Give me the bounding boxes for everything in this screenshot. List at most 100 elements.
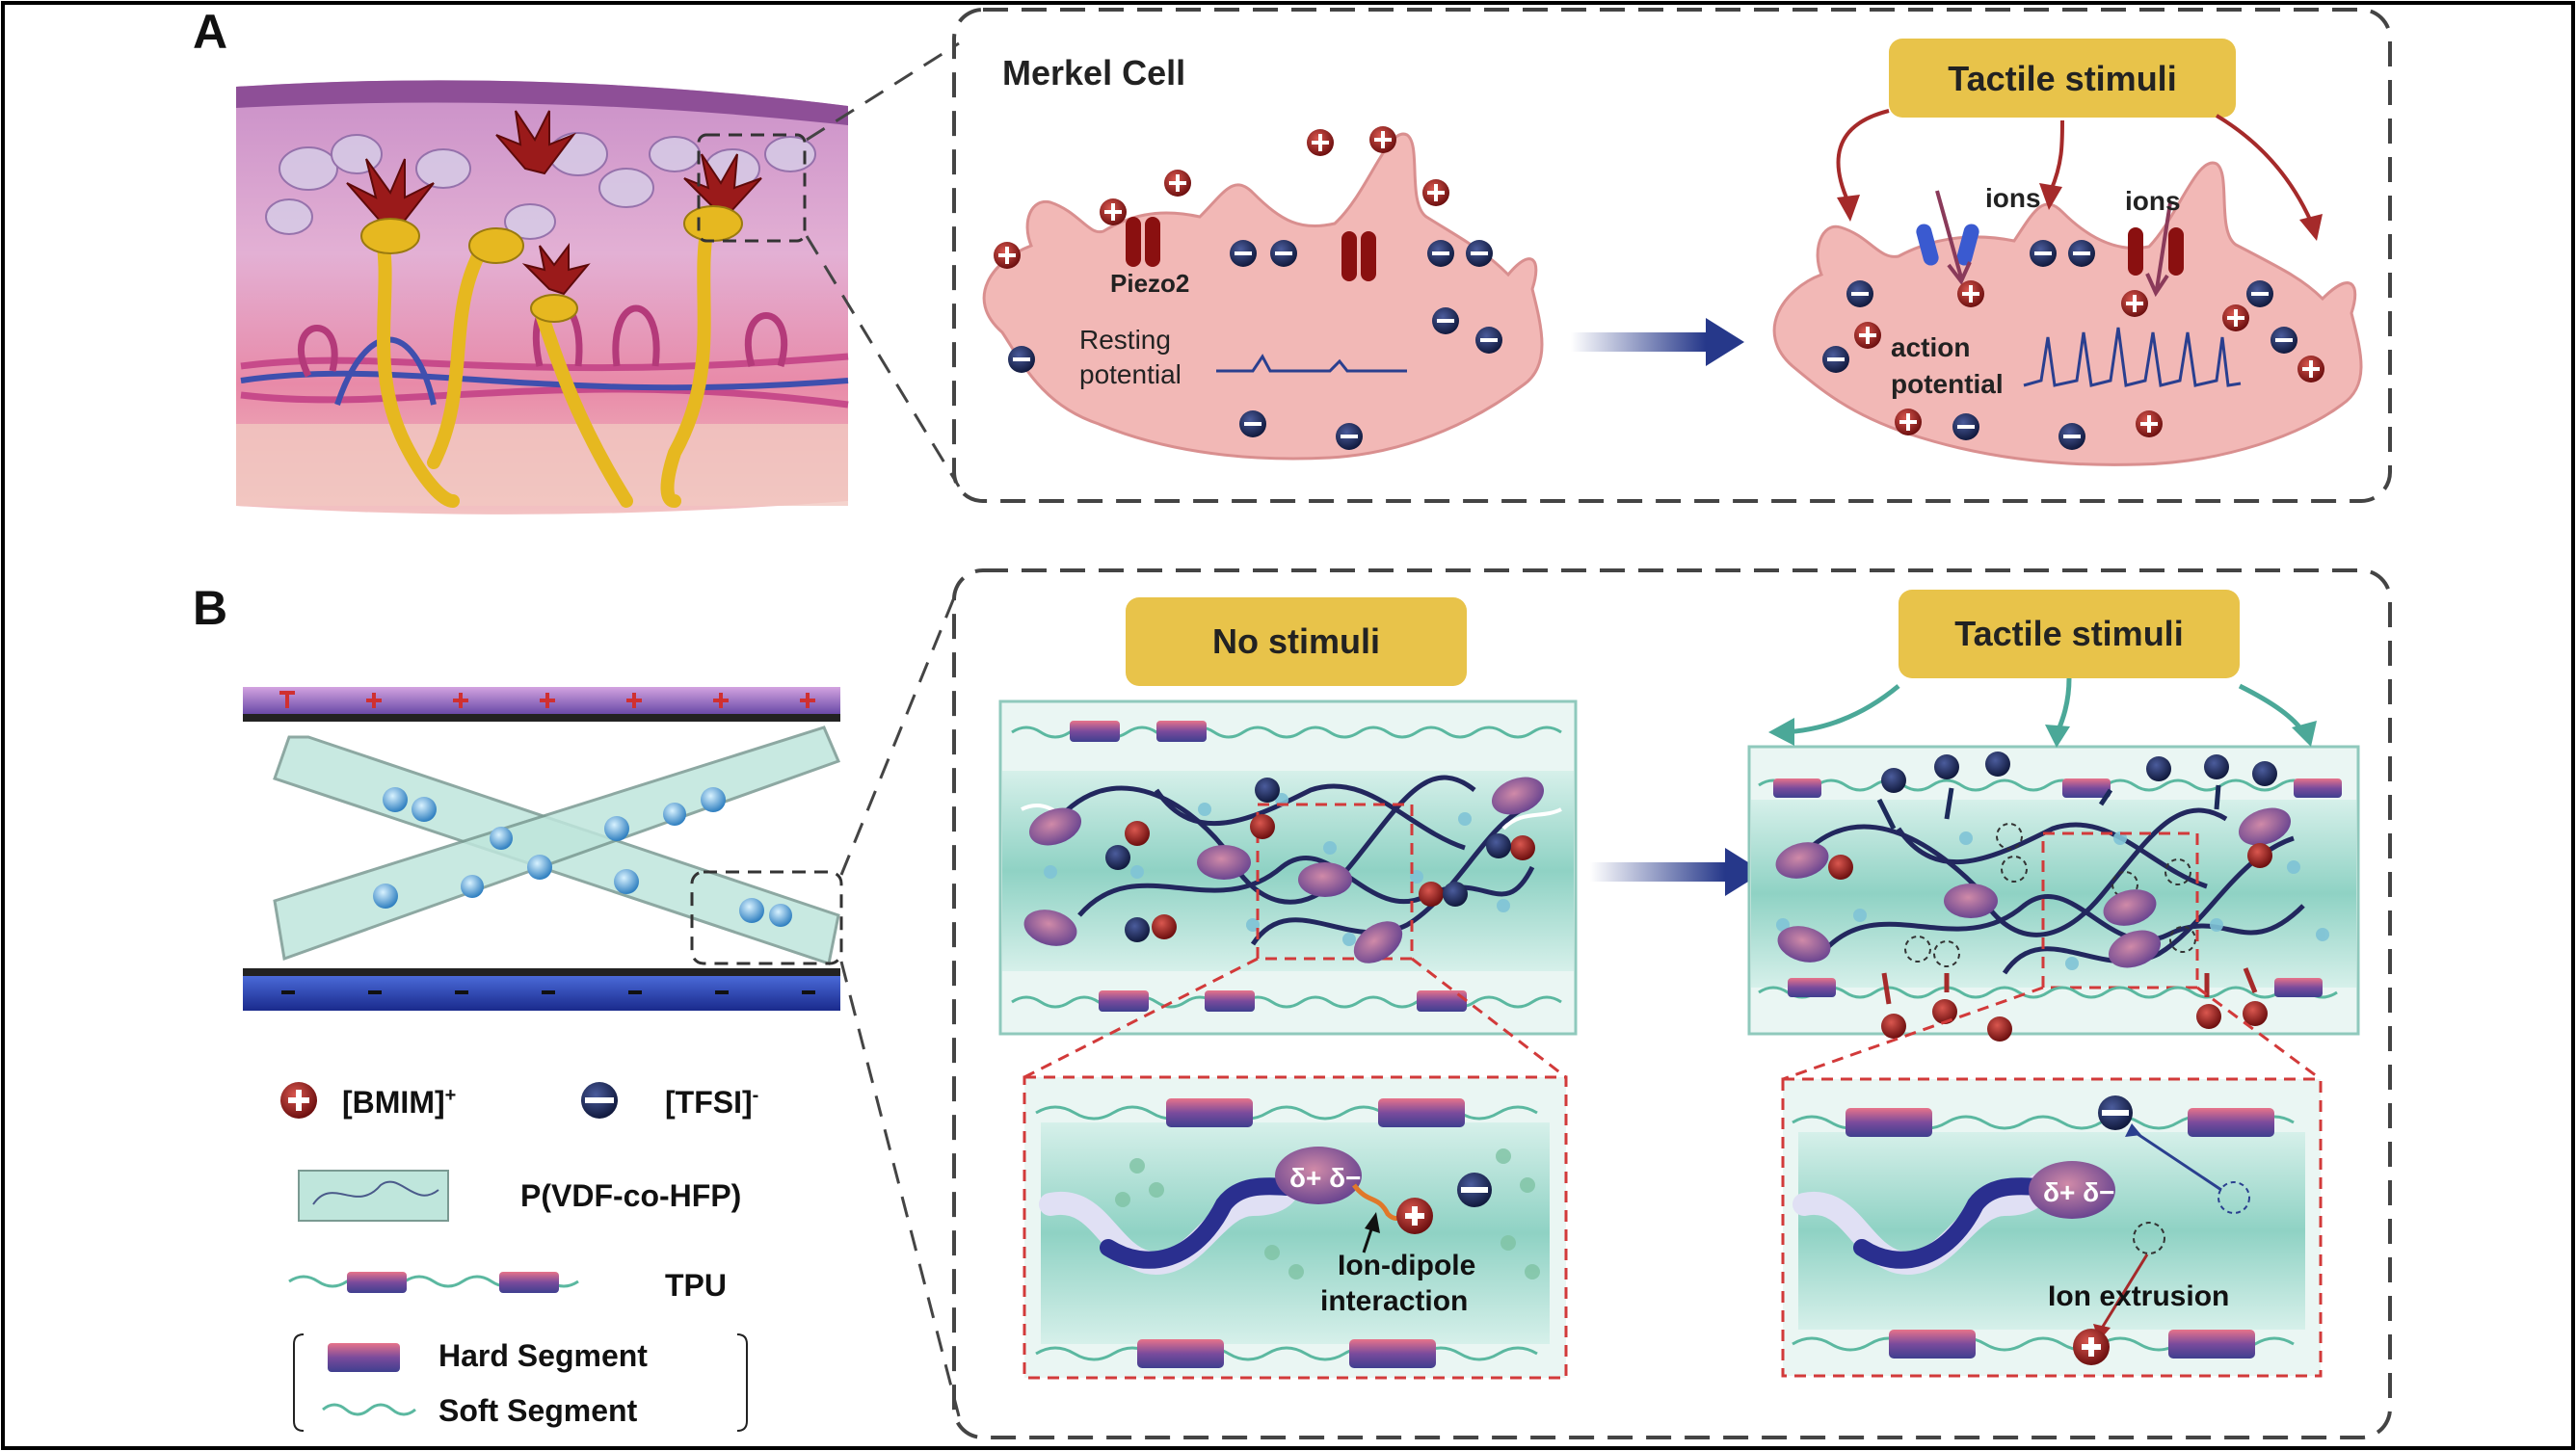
panel-b-inset-box xyxy=(952,568,2392,1439)
tactile-stimuli-box-a xyxy=(1889,39,2236,118)
legend-pvdf-label: P(VDF-co-HFP) xyxy=(520,1178,741,1213)
anion-glyph xyxy=(1270,240,1297,267)
tactile-stimuli-label-b: Tactile stimuli xyxy=(1954,614,2183,653)
dipole-symbols-left: δ+ δ− xyxy=(1289,1163,1361,1193)
cation-glyph xyxy=(1422,179,1449,206)
device-illustration xyxy=(243,687,843,1011)
cation-glyph xyxy=(2136,410,2163,437)
merkel-cell-resting xyxy=(982,132,1544,461)
anion-glyph xyxy=(1466,240,1493,267)
ion-extrusion-label: Ion extrusion xyxy=(2048,1280,2229,1312)
cation-glyph xyxy=(2297,356,2324,383)
detail-ion-dipole: δ+ δ− Ion-dipole interaction xyxy=(1022,1075,1568,1380)
zoom-line-b-bottom xyxy=(839,961,961,1417)
piezo2-label: Piezo2 xyxy=(1110,269,1189,298)
panel-a-inset-box xyxy=(952,8,2392,503)
resting-label-line1: Resting xyxy=(1079,325,1171,355)
piezo2-channel-open-right xyxy=(2128,227,2184,276)
cation-glyph xyxy=(1164,170,1191,197)
anion-glyph xyxy=(1427,240,1454,267)
anion-glyph xyxy=(1239,410,1266,437)
legend-hard-segment-icon xyxy=(328,1343,400,1372)
anion-glyph xyxy=(1432,307,1459,334)
no-stimuli-box xyxy=(1126,597,1467,686)
legend-cation-label: [BMIM]+ xyxy=(342,1085,456,1120)
ion-influx-arrows xyxy=(1935,190,2172,298)
anion-glyph xyxy=(1822,346,1849,373)
ions-label-right: ions xyxy=(2125,186,2181,216)
action-label-line2: potential xyxy=(1891,369,2004,399)
anion-glyph xyxy=(2271,327,2297,354)
stimulus-arrows-b xyxy=(1768,677,2317,748)
legend-tpu-icon xyxy=(288,1272,579,1293)
anion-glyph xyxy=(2246,280,2273,307)
ion-dipole-label-line1: Ion-dipole xyxy=(1338,1250,1475,1281)
anion-glyph xyxy=(1846,280,1873,307)
anion-glyph xyxy=(2030,240,2057,267)
anion-glyph xyxy=(2068,240,2095,267)
skin-illustration xyxy=(236,80,849,514)
legend-anion-label: [TFSI]- xyxy=(665,1085,758,1120)
action-potential-trace xyxy=(2023,327,2242,387)
cation-glyph xyxy=(1895,409,1922,435)
cation-glyph xyxy=(1100,198,1127,225)
legend-anion-icon xyxy=(581,1082,618,1119)
zoom-line-a-bottom xyxy=(805,235,961,488)
stimulus-arrows-a xyxy=(1836,109,2323,241)
legend-bracket-left xyxy=(293,1333,305,1432)
anion-glyph xyxy=(1336,423,1363,450)
panel-a-letter: A xyxy=(193,5,227,59)
ion-dipole-label-line2: interaction xyxy=(1320,1285,1468,1317)
ions-label-left: ions xyxy=(1985,183,2041,213)
piezo2-channel-open-left xyxy=(1916,224,1979,266)
action-label-line1: action xyxy=(1891,332,1970,362)
zoom-line-a-top xyxy=(806,41,960,142)
legend: [BMIM]+ [TFSI]- P(VDF-co-HFP) TPU Hard S… xyxy=(280,1082,758,1432)
legend-cation-icon xyxy=(280,1082,317,1119)
cation-glyph xyxy=(1957,280,1984,307)
legend-pvdf-icon xyxy=(298,1170,449,1222)
zoom-line-b-top xyxy=(839,585,961,876)
legend-hard-segment-label: Hard Segment xyxy=(438,1338,648,1373)
detail-region-box-left xyxy=(1256,803,1414,961)
cation-glyph xyxy=(2222,304,2249,331)
cation-glyph xyxy=(1854,322,1881,349)
gel-network-stimulated xyxy=(1747,745,2360,1042)
legend-soft-segment-label: Soft Segment xyxy=(438,1393,638,1428)
detail-ion-extrusion: δ+ δ− Ion extrusion xyxy=(1781,1077,2323,1378)
device-zoom-box xyxy=(690,870,843,965)
anion-glyph xyxy=(1230,240,1257,267)
top-electrode-plus-signs xyxy=(279,691,815,708)
tactile-stimuli-label-a: Tactile stimuli xyxy=(1948,59,2176,98)
anion-glyph xyxy=(1008,346,1035,373)
no-stimuli-label: No stimuli xyxy=(1212,621,1380,661)
piezo2-channel-left xyxy=(1126,217,1160,267)
merkel-cell-title: Merkel Cell xyxy=(1002,53,1185,92)
dipole-symbols-right: δ+ δ− xyxy=(2043,1177,2114,1207)
gel-network-no-stimuli xyxy=(998,699,1578,1036)
merkel-cell-stimulated xyxy=(1772,161,2363,466)
ions-panel-a-resting xyxy=(994,126,1502,450)
legend-tpu-label: TPU xyxy=(665,1268,727,1303)
resting-label-line2: potential xyxy=(1079,359,1182,389)
legend-bracket-right xyxy=(736,1333,748,1432)
tactile-stimuli-box-b xyxy=(1899,590,2240,678)
piezo2-channel-right xyxy=(1341,231,1376,281)
anion-glyph xyxy=(2058,423,2085,450)
ions-panel-a-stimulated xyxy=(1822,240,2324,450)
anion-glyph xyxy=(1475,327,1502,354)
resting-potential-trace xyxy=(1216,354,1407,373)
legend-soft-segment-icon xyxy=(322,1403,416,1416)
cation-glyph xyxy=(1369,126,1396,153)
cation-glyph xyxy=(994,242,1021,269)
transition-arrow-a xyxy=(1571,318,1744,366)
panel-b-letter: B xyxy=(193,581,227,635)
cation-glyph xyxy=(2121,290,2148,317)
cation-glyph xyxy=(1307,129,1334,156)
transition-arrow-b xyxy=(1590,848,1764,896)
anion-glyph xyxy=(1952,413,1979,440)
zoom-region-box xyxy=(697,133,807,243)
detail-zoom-lines xyxy=(1023,957,2322,1081)
